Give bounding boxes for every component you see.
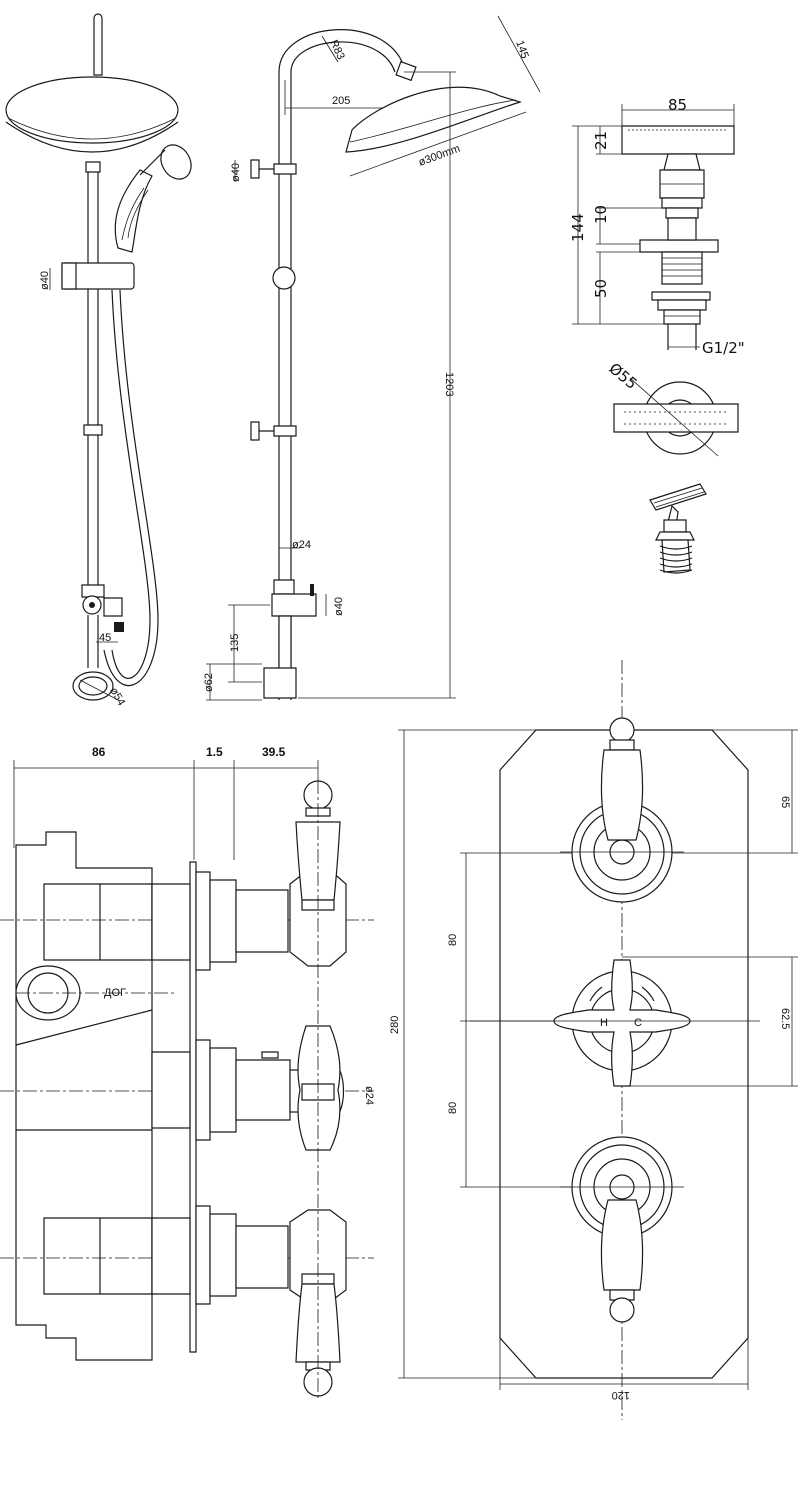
- wall-elbow: [264, 668, 296, 698]
- side-slider-knob: [273, 267, 295, 289]
- valve-block-bottom: [44, 1218, 152, 1294]
- valve-front-view: 280 80 80 65 62.5 120: [389, 660, 798, 1420]
- riser-joint: [84, 425, 102, 435]
- cold-mark: C: [634, 1017, 642, 1029]
- cross-span-label: 62.5: [779, 1008, 791, 1029]
- handset-handle: [115, 170, 152, 252]
- head-arm: [94, 14, 102, 75]
- stop-tap-isometric: [650, 484, 706, 573]
- gooseneck-outer: [279, 30, 405, 700]
- shower-rail-side-view: R83 205 ø300mm 145 ø40 ø24 ø40: [203, 16, 540, 700]
- lower-bracket-plate: [251, 422, 259, 440]
- mixer-collar: [82, 585, 104, 597]
- handle-projection-label: 39.5: [262, 745, 286, 759]
- plate-thickness-label: 1.5: [206, 745, 223, 759]
- shower-rail-front-view: ø40 45 ø54: [6, 14, 197, 708]
- tap-collar: [666, 208, 698, 218]
- side-mixer-collar: [274, 580, 294, 594]
- upper-bracket-plate: [251, 160, 259, 178]
- tap-collar-height-label: 10: [592, 205, 610, 224]
- tap-handle-height-label: 21: [592, 131, 610, 150]
- rail-dia-label: ø40: [39, 271, 51, 290]
- gooseneck-inner: [291, 42, 395, 700]
- shower-hose: [112, 290, 150, 678]
- riser-collar-top: [86, 162, 100, 172]
- upper-bracket-collar: [274, 164, 296, 174]
- tap-handle-length-label: 85: [668, 96, 687, 114]
- overall-height-label: 1203: [443, 372, 455, 396]
- side-mixer-body: [272, 594, 316, 616]
- stop-tap-top-view: Ø55: [605, 359, 738, 456]
- front-plate: [500, 730, 748, 1378]
- plate-width-label: 120: [612, 1389, 630, 1401]
- iso-thread: [660, 540, 692, 573]
- bracket-dia-label: ø40: [333, 597, 345, 616]
- tap-handle-bar: [622, 126, 734, 154]
- pipe-dia-label: ø24: [292, 539, 311, 551]
- upper-pitch-label: 80: [447, 934, 459, 946]
- lower-pitch-label: 80: [447, 1102, 459, 1114]
- head-swivel: [396, 62, 416, 81]
- mixer-outlet: [104, 598, 122, 616]
- tap-flange-dia-label: Ø55: [605, 359, 640, 393]
- tap-handle-plan: [614, 404, 738, 432]
- stop-tap-elevation: 85 144 21 10: [569, 96, 745, 357]
- head-dia-label: ø300mm: [417, 143, 462, 169]
- tap-thread: [662, 252, 702, 284]
- outlet-height-label: 135: [229, 634, 241, 652]
- tap-flange: [640, 240, 718, 252]
- front-lever-upper: [560, 718, 684, 902]
- head-depth-label: 145: [513, 39, 531, 60]
- tap-locknut: [652, 292, 710, 300]
- handset-head: [155, 139, 197, 184]
- valve-block-top: [44, 884, 152, 960]
- front-lever-lower: [560, 1137, 684, 1322]
- holder-ring-dia-label: ø54: [107, 686, 127, 708]
- head-projection-label: 205: [332, 95, 350, 107]
- top-offset-label: 65: [779, 796, 791, 808]
- rain-head: [6, 77, 178, 143]
- tap-thread-label: G1/2": [702, 339, 745, 357]
- body-depth-label: 86: [92, 745, 106, 759]
- bracket-upper-dia-label: ø40: [230, 163, 242, 182]
- rain-head-face: [8, 118, 176, 139]
- tap-stem-cap: [664, 154, 700, 170]
- valve-body: [16, 832, 152, 1360]
- cover-plate: [190, 862, 196, 1352]
- spindle-dia-label: ø24: [363, 1086, 375, 1105]
- handset-offset-label: 45: [99, 632, 111, 644]
- slider-knob: [62, 263, 76, 289]
- wall-flange-dia-label: ø62: [203, 673, 215, 692]
- hose-connector: [114, 622, 124, 632]
- valve-side-view: 86 1.5 39.5 ДОГ: [0, 745, 375, 1400]
- iso-handle: [650, 484, 706, 510]
- front-cross-handle: H C: [470, 960, 760, 1086]
- tap-overall-height-label: 144: [569, 213, 587, 242]
- hot-mark: H: [600, 1017, 608, 1029]
- plate-height-label: 280: [389, 1016, 401, 1034]
- rain-head-rim: [6, 122, 178, 152]
- tap-body-height-label: 50: [592, 279, 610, 298]
- side-cross-handle: [298, 1026, 340, 1150]
